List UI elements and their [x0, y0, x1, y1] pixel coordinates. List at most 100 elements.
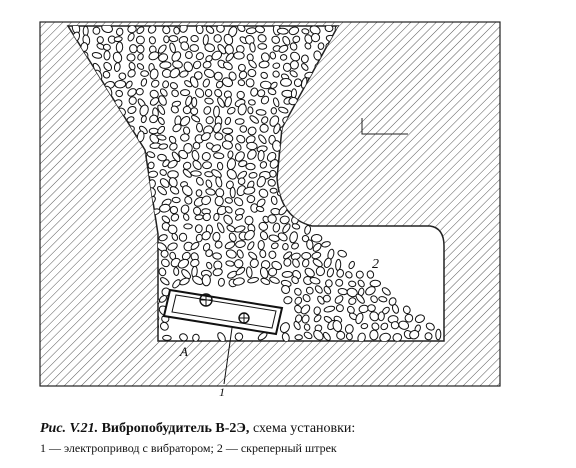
- ore-pebble: [147, 26, 157, 34]
- ore-pebble: [269, 51, 277, 60]
- ore-pebble: [159, 61, 172, 69]
- ore-pebble: [214, 195, 224, 207]
- ore-pebble: [288, 26, 300, 36]
- ore-pebble: [170, 105, 179, 114]
- leader-line-1: [223, 327, 233, 385]
- ore-pebble: [180, 204, 190, 214]
- ore-pebble: [257, 43, 268, 50]
- ore-pebble: [294, 334, 303, 341]
- ore-pebble: [140, 70, 149, 77]
- ore-pebble: [282, 35, 291, 46]
- ore-pebble: [267, 214, 277, 224]
- ore-pebble: [292, 258, 300, 268]
- ore-pebble: [194, 224, 203, 234]
- ore-pebble: [234, 259, 244, 269]
- ore-pebble: [247, 149, 257, 160]
- ore-pebble: [161, 215, 171, 224]
- ore-pebble: [239, 125, 248, 133]
- ore-pebble: [113, 62, 121, 72]
- ore-pebble: [237, 26, 246, 33]
- ore-pebble: [146, 151, 156, 158]
- ore-pebble: [278, 44, 289, 53]
- ore-pebble: [380, 322, 389, 331]
- ore-pebble: [336, 268, 345, 278]
- ore-pebble: [160, 277, 170, 286]
- ore-pebble: [157, 125, 166, 135]
- ore-pebble: [128, 96, 137, 105]
- ore-pebble: [369, 311, 380, 322]
- ore-pebble: [158, 295, 168, 303]
- ore-pebble: [304, 42, 312, 50]
- ore-pebble: [270, 195, 278, 206]
- ore-pebble: [204, 97, 214, 105]
- ore-pebble: [292, 35, 301, 44]
- ore-pebble: [260, 71, 268, 79]
- ore-pebble: [268, 250, 277, 259]
- ore-pebble: [317, 42, 325, 50]
- ore-pebble: [267, 178, 276, 187]
- ore-pebble: [291, 242, 299, 250]
- ore-pebble: [302, 258, 310, 268]
- ore-pebble: [157, 117, 165, 125]
- ore-pebble: [217, 277, 225, 287]
- ore-pebble: [255, 109, 267, 116]
- ore-pebble: [102, 70, 111, 79]
- ore-pebble: [201, 274, 211, 287]
- ore-pebble: [179, 333, 188, 341]
- ore-pebble: [256, 176, 266, 188]
- ore-pebble: [149, 89, 159, 99]
- ore-pebble: [169, 82, 178, 90]
- ore-pebble: [309, 276, 321, 285]
- ore-pebble: [179, 70, 189, 78]
- ore-pebble: [217, 97, 225, 108]
- ore-pebble: [355, 270, 364, 279]
- ore-pebble: [258, 60, 270, 69]
- label-drift-2: 2: [372, 257, 379, 272]
- ore-pebble: [244, 215, 254, 226]
- figure-caption: Рис. V.21. Вибропобудитель В-2Э, схема у…: [40, 421, 560, 437]
- ore-pebble: [300, 304, 311, 315]
- ore-pebble: [212, 268, 223, 277]
- ore-pebble: [171, 151, 181, 163]
- ore-pebble: [247, 106, 254, 115]
- ore-pebble: [171, 51, 182, 62]
- ore-pebble: [159, 178, 170, 188]
- ore-pebble: [235, 267, 246, 276]
- ore-pebble: [213, 34, 222, 43]
- ore-pebble: [190, 34, 199, 43]
- ore-pebble: [157, 185, 167, 196]
- ore-pebble: [247, 68, 257, 78]
- ore-pebble: [278, 106, 289, 114]
- ore-pebble: [163, 35, 170, 44]
- ore-pebble: [157, 104, 166, 115]
- ore-pebble: [201, 152, 211, 161]
- ore-pebble: [370, 295, 378, 304]
- ore-pebble: [336, 330, 346, 340]
- ore-pebble: [140, 78, 148, 87]
- ore-pebble: [323, 331, 331, 341]
- ore-pebble: [190, 170, 202, 177]
- ore-pebble: [229, 186, 236, 199]
- ore-pebble: [102, 43, 111, 51]
- ore-pebble: [161, 258, 170, 268]
- ore-pebble: [148, 51, 160, 61]
- ore-pebble: [226, 169, 237, 180]
- ore-pebble: [169, 205, 179, 215]
- ore-pebble: [200, 132, 211, 142]
- ore-pebble: [260, 260, 271, 270]
- ore-pebble: [259, 161, 268, 169]
- ore-pebble: [244, 229, 255, 241]
- ore-pebble: [279, 322, 290, 334]
- ore-pebble: [205, 188, 216, 196]
- ore-pebble: [80, 42, 89, 52]
- ore-pebble: [227, 150, 234, 159]
- ore-pebble: [158, 267, 167, 277]
- ore-pebble: [259, 231, 269, 241]
- ore-pebble: [170, 213, 180, 222]
- ore-pebble: [213, 71, 223, 81]
- ore-pebble: [211, 144, 222, 153]
- ore-pebble: [183, 61, 194, 72]
- ore-pebble: [127, 106, 137, 114]
- ore-pebble: [259, 249, 267, 259]
